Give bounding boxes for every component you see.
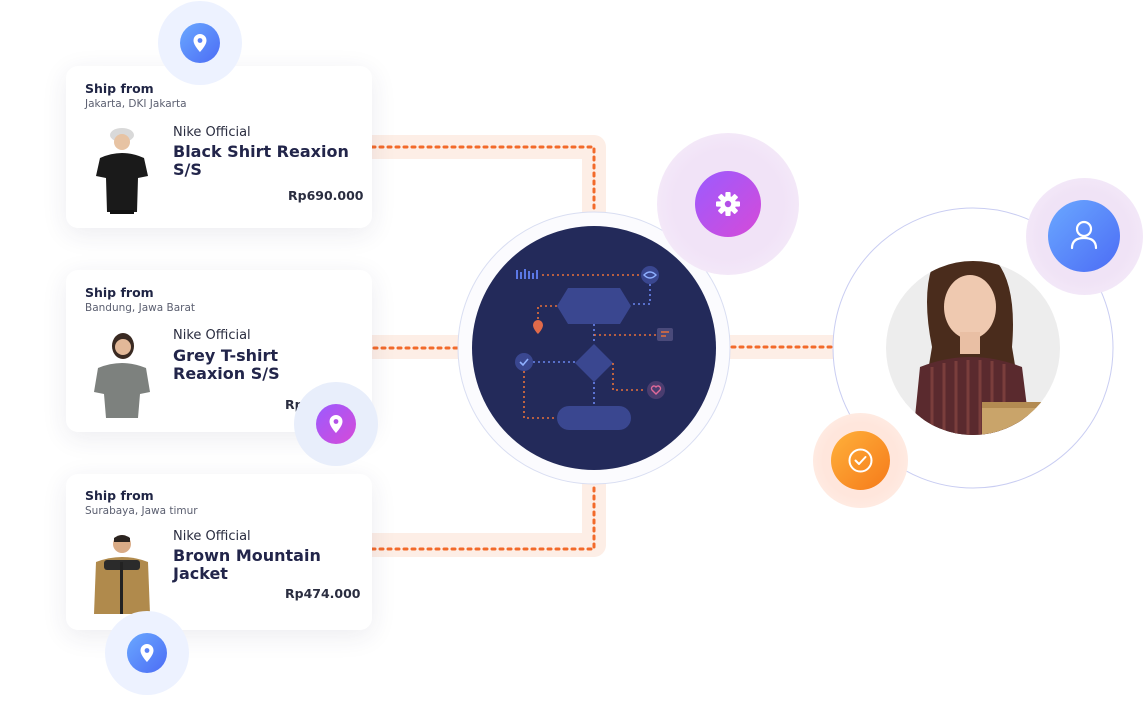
gear-icon <box>695 171 761 237</box>
product-card[interactable]: Ship from Jakarta, DKI Jakarta Nike Offi… <box>66 66 372 228</box>
location-pin-badge <box>105 611 189 695</box>
check-badge <box>813 413 908 508</box>
product-card[interactable]: Ship from Surabaya, Jawa timur Nike Offi… <box>66 474 372 630</box>
brand-name: Nike Official <box>173 328 251 343</box>
product-photo <box>96 128 148 214</box>
product-price: Rp690.000 <box>288 188 364 203</box>
brand-name: Nike Official <box>173 529 251 544</box>
ship-from-location: Bandung, Jawa Barat <box>85 302 196 314</box>
ship-from-label: Ship from <box>85 81 154 96</box>
product-name[interactable]: Grey T-shirt Reaxion S/S <box>173 346 280 383</box>
product-card[interactable]: Ship from Bandung, Jawa Barat Nike Offic… <box>66 270 372 432</box>
product-name[interactable]: Black Shirt Reaxion S/S <box>173 142 349 179</box>
ship-from-label: Ship from <box>85 285 154 300</box>
check-circle-icon <box>831 431 890 490</box>
ship-from-location: Surabaya, Jawa timur <box>85 505 198 517</box>
user-icon <box>1048 200 1120 272</box>
location-pin-icon <box>316 404 356 444</box>
product-name[interactable]: Brown Mountain Jacket <box>173 546 321 583</box>
location-pin-badge <box>158 1 242 85</box>
settings-badge <box>657 133 799 275</box>
product-price: Rp474.000 <box>285 586 361 601</box>
ship-from-location: Jakarta, DKI Jakarta <box>85 98 187 110</box>
user-badge <box>1026 178 1143 295</box>
workflow-hub <box>457 211 731 485</box>
ship-from-label: Ship from <box>85 488 154 503</box>
location-pin-badge <box>294 382 378 466</box>
product-photo <box>94 333 150 418</box>
product-photo <box>94 535 150 614</box>
workflow-diagram-icon <box>515 266 673 430</box>
location-pin-icon <box>127 633 167 673</box>
location-pin-icon <box>180 23 220 63</box>
brand-name: Nike Official <box>173 125 251 140</box>
